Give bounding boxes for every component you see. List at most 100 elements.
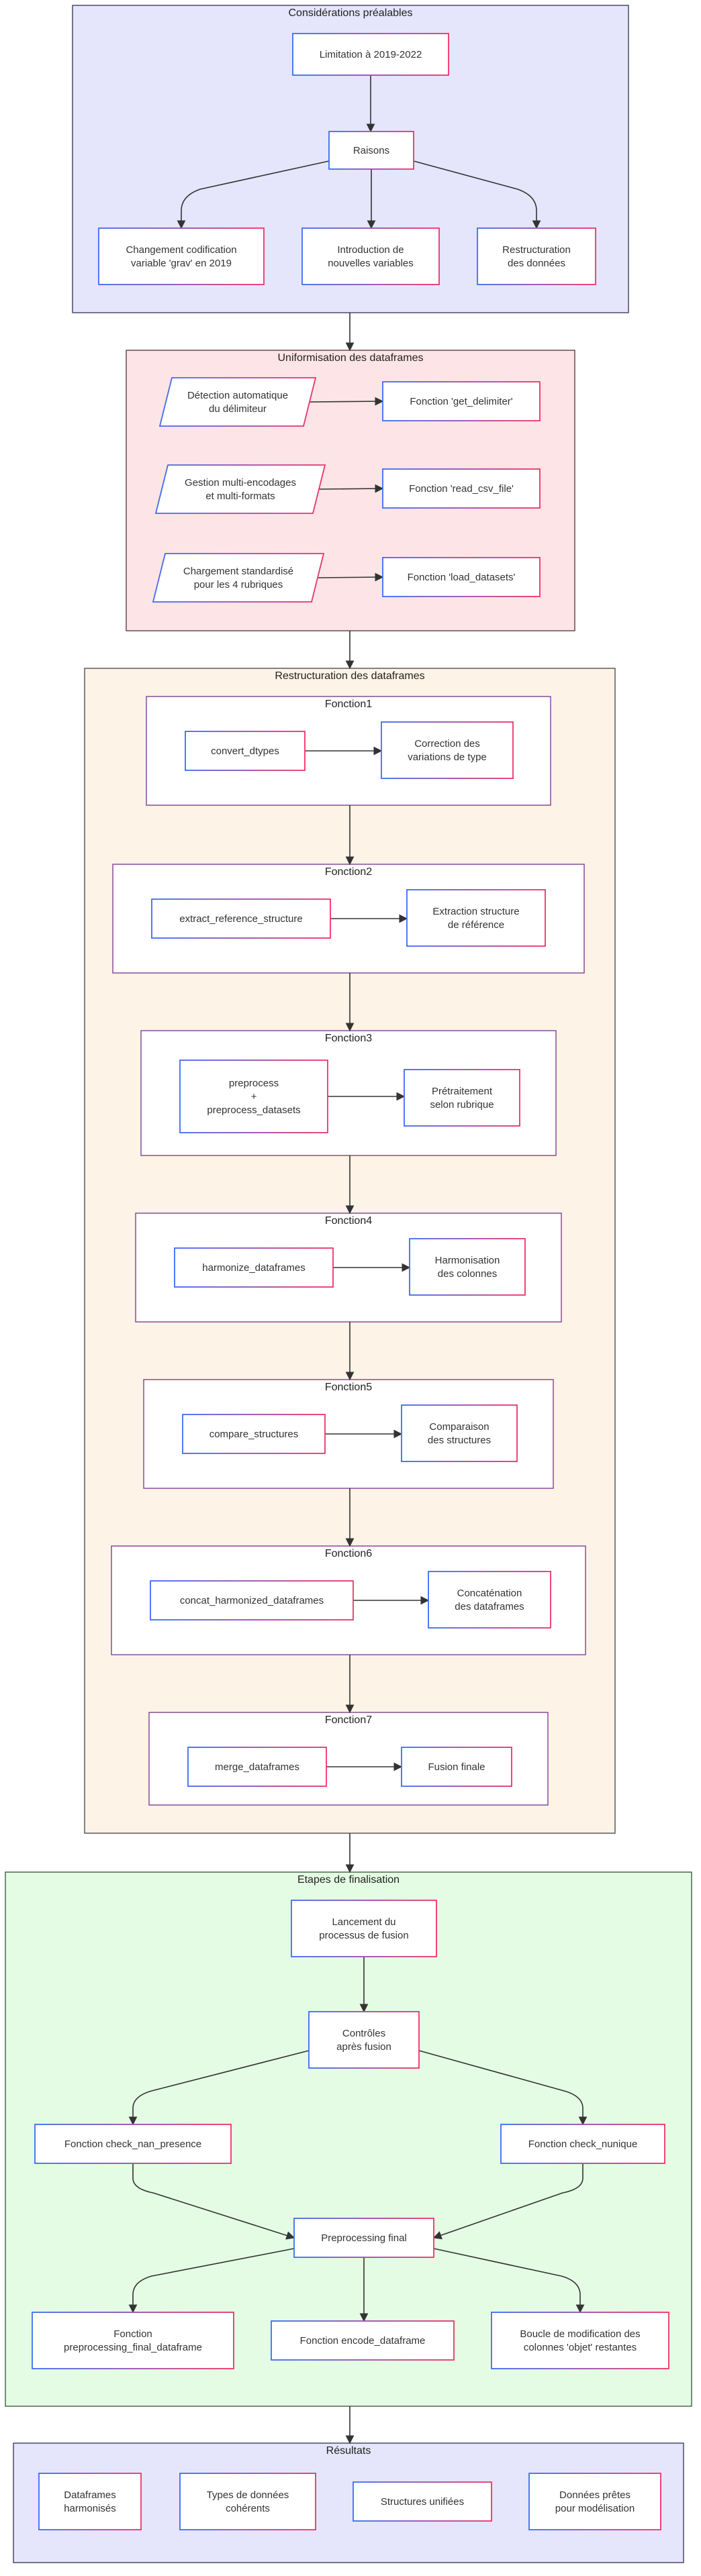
edge-chargement-load-datasets xyxy=(316,572,384,582)
node-boucle: Boucle de modification des colonnes 'obje… xyxy=(491,2312,669,2369)
node-changement: Changement codification variable 'grav' e… xyxy=(98,227,265,285)
cluster-title-fonction4: Fonction4 xyxy=(325,1215,372,1227)
node-label: harmonize_dataframes xyxy=(202,1262,305,1274)
node-r-types: Types de données cohérents xyxy=(179,2473,316,2530)
node-detection: Détection automatique du délimiteur xyxy=(158,377,317,427)
node-label: des structures xyxy=(428,1435,491,1446)
node-harmonize: harmonize_dataframes xyxy=(174,1247,334,1288)
node-check-nunique: Fonction check_nunique xyxy=(500,2124,665,2164)
edge-gestion-read-csv xyxy=(318,484,384,493)
node-label: Types de données xyxy=(207,2489,289,2501)
node-label: pour modélisation xyxy=(555,2503,635,2514)
node-check-nan: Fonction check_nan_presence xyxy=(34,2124,232,2164)
node-label: Chargement standardisé xyxy=(183,566,293,577)
node-label: Changement codification xyxy=(126,244,236,256)
node-limitation: Limitation à 2019-2022 xyxy=(292,33,449,76)
node-label: des données xyxy=(508,258,565,269)
edge-detection-get-delimiter xyxy=(308,397,384,406)
node-concat: concat_harmonized_dataframes xyxy=(150,1580,354,1620)
node-lancement: Lancement du processus de fusion xyxy=(291,1900,437,1957)
node-label: Fonction encode_dataframe xyxy=(300,2335,426,2347)
node-restructuration-donnees: Restructuration des données xyxy=(477,227,596,285)
node-label: Détection automatique xyxy=(187,390,288,401)
node-extract-ref: extract_reference_structure xyxy=(151,898,331,939)
cluster-title-considerations: Considérations préalables xyxy=(289,7,413,19)
node-load-datasets: Fonction 'load_datasets' xyxy=(382,557,541,597)
node-label: Données prêtes xyxy=(559,2489,630,2501)
node-label: du délimiteur xyxy=(209,403,267,415)
node-convert-dtypes: convert_dtypes xyxy=(185,731,306,771)
node-label: Dataframes xyxy=(64,2489,116,2501)
node-label: cohérents xyxy=(226,2503,270,2514)
node-fonction-pre: Fonction preprocessing_final_dataframe xyxy=(32,2312,234,2369)
node-r-structures: Structures unifiées xyxy=(353,2481,492,2522)
node-label: merge_dataframes xyxy=(215,1761,299,1773)
cluster-title-uniformisation: Uniformisation des dataframes xyxy=(278,352,424,364)
node-extraction: Extraction structure de référence xyxy=(406,889,546,947)
node-label: des colonnes xyxy=(438,1268,497,1280)
node-label: des dataframes xyxy=(455,1601,524,1612)
node-label: Lancement du xyxy=(332,1916,395,1928)
node-label: variable 'grav' en 2019 xyxy=(131,258,232,269)
node-gestion: Gestion multi-encodages et multi-formats xyxy=(154,464,326,514)
node-label: processus de fusion xyxy=(319,1930,408,1941)
cluster-title-fonction6: Fonction6 xyxy=(325,1548,372,1559)
node-label: Structures unifiées xyxy=(381,2496,464,2508)
node-label: nouvelles variables xyxy=(328,258,414,269)
edge-controles-check-nunique xyxy=(418,2050,588,2126)
node-label: après fusion xyxy=(336,2041,391,2053)
node-read-csv: Fonction 'read_csv_file' xyxy=(382,468,541,509)
node-get-delimiter: Fonction 'get_delimiter' xyxy=(382,381,541,421)
node-label: variations de type xyxy=(408,752,487,763)
edge-preprocessing-fonction-pre xyxy=(128,2248,295,2314)
node-label: Fonction xyxy=(113,2328,152,2340)
node-label: selon rubrique xyxy=(430,1099,494,1111)
edge-check-nunique-preprocessing xyxy=(432,2163,583,2240)
cluster-title-fonction5: Fonction5 xyxy=(325,1382,372,1393)
node-harmonisation: Harmonisation des colonnes xyxy=(409,1238,526,1296)
node-label: Correction des xyxy=(414,738,480,750)
node-correction: Correction des variations de type xyxy=(381,721,514,779)
node-raisons: Raisons xyxy=(328,131,414,170)
node-label: de référence xyxy=(448,919,504,931)
node-r-donnees: Données prêtes pour modélisation xyxy=(528,2473,661,2530)
cluster-title-restructuration: Restructuration des dataframes xyxy=(275,670,424,682)
node-label: colonnes 'objet' restantes xyxy=(524,2342,637,2353)
node-merge: merge_dataframes xyxy=(187,1747,327,1787)
node-label: + xyxy=(251,1091,257,1102)
node-label: Extraction structure xyxy=(432,906,519,917)
node-label: extract_reference_structure xyxy=(179,913,302,925)
node-label: preprocessing_final_dataframe xyxy=(64,2342,202,2353)
node-label: Harmonisation xyxy=(435,1255,500,1266)
cluster-title-fonction7: Fonction7 xyxy=(325,1714,372,1726)
node-preprocessing-final: Preprocessing final xyxy=(293,2218,434,2258)
edge-preprocessing-boucle xyxy=(433,2248,585,2314)
node-label: Concaténation xyxy=(457,1588,522,1599)
cluster-title-fonction3: Fonction3 xyxy=(325,1033,372,1044)
node-label: Restructuration xyxy=(502,244,571,256)
node-label: Limitation à 2019-2022 xyxy=(320,49,422,60)
node-label: Boucle de modification des xyxy=(520,2328,640,2340)
node-label: et multi-formats xyxy=(205,491,275,502)
edge-raisons-changement xyxy=(177,160,330,229)
node-label: Comparaison xyxy=(429,1421,489,1433)
node-label: pour les 4 rubriques xyxy=(194,579,283,590)
node-label: Fonction 'get_delimiter' xyxy=(410,396,512,407)
node-label: convert_dtypes xyxy=(211,745,279,757)
edge-controles-check-nan xyxy=(128,2050,310,2126)
node-label: concat_harmonized_dataframes xyxy=(180,1595,324,1606)
node-label: Fonction 'load_datasets' xyxy=(408,572,516,583)
node-label: preprocess xyxy=(229,1078,279,1089)
node-label: Gestion multi-encodages xyxy=(185,477,296,488)
node-label: Fonction check_nan_presence xyxy=(64,2139,201,2150)
node-comparaison: Comparaison des structures xyxy=(401,1404,518,1462)
node-label: Raisons xyxy=(353,145,389,156)
node-label: Fusion finale xyxy=(428,1761,485,1773)
cluster-title-resultats: Résultats xyxy=(326,2445,371,2457)
node-concatenation: Concaténation des dataframes xyxy=(428,1571,551,1629)
